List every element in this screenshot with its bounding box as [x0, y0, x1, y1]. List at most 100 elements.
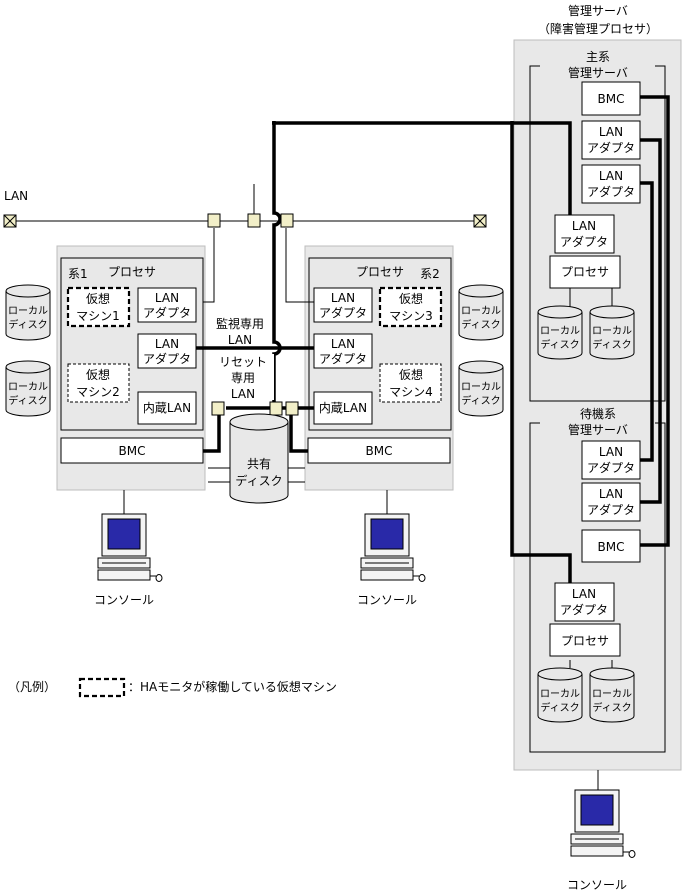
svg-text:ローカル: ローカル [592, 325, 632, 337]
system2-frame [308, 257, 452, 431]
svg-text:LAN: LAN [599, 445, 623, 459]
svg-text:ディスク: ディスク [461, 394, 500, 407]
svg-text:LAN: LAN [331, 337, 355, 351]
system1-lan-adapter: LAN アダプタ [137, 287, 197, 323]
standby-lan-adapter-1: LAN アダプタ [581, 440, 641, 480]
svg-text:プロセサ: プロセサ [561, 634, 609, 648]
primary-local-disk-b: ローカル ディスク [589, 305, 635, 360]
lan-label: LAN [4, 189, 28, 203]
svg-text:内蔵LAN: 内蔵LAN [319, 401, 367, 415]
svg-text:BMC: BMC [366, 444, 393, 458]
svg-text:ディスク: ディスク [461, 318, 500, 331]
system2-internal-lan: 内蔵LAN [313, 391, 373, 425]
svg-text:ローカル: ローカル [461, 381, 501, 393]
standby-lan-adapter-2: LAN アダプタ [581, 482, 641, 522]
system2-bmc: BMC [307, 437, 451, 464]
vm1: 仮想 マシン1 [66, 286, 131, 328]
svg-text:LAN: LAN [155, 291, 179, 305]
svg-text:ディスク: ディスク [235, 473, 282, 488]
legend-label: （凡例） [8, 680, 56, 694]
thick-lines [196, 95, 670, 583]
legend-text: ：HAモニタが稼働している仮想マシン [128, 679, 337, 694]
svg-text:仮想: 仮想 [86, 367, 110, 382]
svg-text:リセット: リセット [219, 355, 267, 369]
standby-local-disk-b: ローカル ディスク [589, 667, 635, 723]
svg-text:LAN: LAN [572, 587, 596, 601]
svg-text:ディスク: ディスク [540, 701, 579, 714]
svg-text:ディスク: ディスク [592, 338, 631, 351]
svg-text:コンソール: コンソール [357, 593, 417, 607]
system2-lan-adapter: LAN アダプタ [313, 287, 373, 323]
mgmt-server-subtitle: （障害管理プロセサ） [538, 21, 658, 36]
legend-dashed-box [78, 677, 126, 698]
svg-text:BMC: BMC [598, 540, 625, 554]
svg-text:専用: 専用 [231, 371, 255, 385]
svg-text:ローカル: ローカル [540, 325, 580, 337]
svg-text:アダプタ: アダプタ [143, 305, 191, 320]
svg-text:共有: 共有 [247, 457, 271, 471]
primary-lan-adapter-2: LAN アダプタ [581, 164, 641, 204]
svg-text:LAN: LAN [331, 291, 355, 305]
mgmt-server-title: 管理サーバ [568, 3, 628, 18]
primary-mgmt-label: 主系 [586, 50, 610, 64]
local-disk-sys2-a: ローカル ディスク [458, 284, 504, 341]
standby-bmc: BMC [581, 529, 641, 563]
svg-text:ディスク: ディスク [540, 338, 579, 351]
svg-text:アダプタ: アダプタ [560, 234, 608, 249]
svg-text:マシン1: マシン1 [76, 309, 120, 323]
svg-text:ローカル: ローカル [540, 688, 580, 700]
system2-sys-label: 系2 [420, 267, 440, 281]
local-disk-sys1-a: ローカル ディスク [5, 284, 51, 341]
svg-text:ディスク: ディスク [592, 701, 631, 714]
vm3: 仮想 マシン3 [378, 286, 443, 328]
system1-frame [60, 257, 204, 431]
primary-bmc: BMC [581, 81, 641, 116]
lan-terminator-right [473, 214, 487, 228]
svg-text:アダプタ: アダプタ [143, 351, 191, 366]
console-3: コンソール [567, 789, 636, 892]
system2-processor-label: プロセサ [356, 265, 404, 279]
svg-text:マシン3: マシン3 [389, 309, 433, 323]
svg-text:プロセサ: プロセサ [561, 265, 609, 279]
reset-lan-label: リセット 専用 LAN [212, 354, 274, 401]
standby-mgmt-frame [529, 422, 666, 753]
svg-text:LAN: LAN [599, 169, 623, 183]
svg-text:マシン2: マシン2 [76, 385, 120, 399]
svg-text:アダプタ: アダプタ [587, 184, 635, 199]
svg-text:ディスク: ディスク [8, 318, 47, 331]
svg-text:マシン4: マシン4 [389, 385, 433, 399]
system1-monitor-lan-adapter: LAN アダプタ [137, 333, 197, 369]
console-1: コンソール [94, 513, 163, 607]
console-2: コンソール [357, 513, 426, 607]
svg-text:アダプタ: アダプタ [587, 502, 635, 517]
system1-processor-label: プロセサ [108, 265, 156, 279]
system1-sys-label: 系1 [68, 267, 88, 281]
lan-terminator-left [3, 214, 17, 228]
svg-text:仮想: 仮想 [399, 291, 423, 306]
primary-lan-adapter-3: LAN アダプタ [554, 214, 615, 254]
system1-internal-lan: 内蔵LAN [137, 391, 197, 425]
svg-text:アダプタ: アダプタ [319, 351, 367, 366]
standby-mgmt-label: 待機系 [580, 406, 616, 421]
primary-processor: プロセサ [549, 255, 621, 289]
standby-local-disk-a: ローカル ディスク [537, 667, 583, 723]
svg-text:LAN: LAN [155, 337, 179, 351]
svg-text:ローカル: ローカル [592, 688, 632, 700]
svg-text:コンソール: コンソール [567, 878, 627, 892]
svg-text:仮想: 仮想 [86, 291, 110, 306]
svg-text:LAN: LAN [599, 487, 623, 501]
standby-lan-adapter-3: LAN アダプタ [554, 582, 615, 622]
primary-mgmt-label-2: 管理サーバ [568, 65, 628, 80]
shared-disk: 共有 ディスク [229, 413, 289, 504]
primary-mgmt-frame [529, 65, 666, 402]
local-disk-sys1-b: ローカル ディスク [5, 360, 51, 417]
svg-text:内蔵LAN: 内蔵LAN [143, 401, 191, 415]
svg-text:LAN: LAN [231, 387, 255, 401]
system2-monitor-lan-adapter: LAN アダプタ [313, 333, 373, 369]
svg-text:LAN: LAN [599, 125, 623, 139]
local-disk-sys2-b: ローカル ディスク [458, 360, 504, 417]
svg-text:ローカル: ローカル [461, 305, 501, 317]
svg-text:ディスク: ディスク [8, 394, 47, 407]
svg-text:アダプタ: アダプタ [560, 602, 608, 617]
